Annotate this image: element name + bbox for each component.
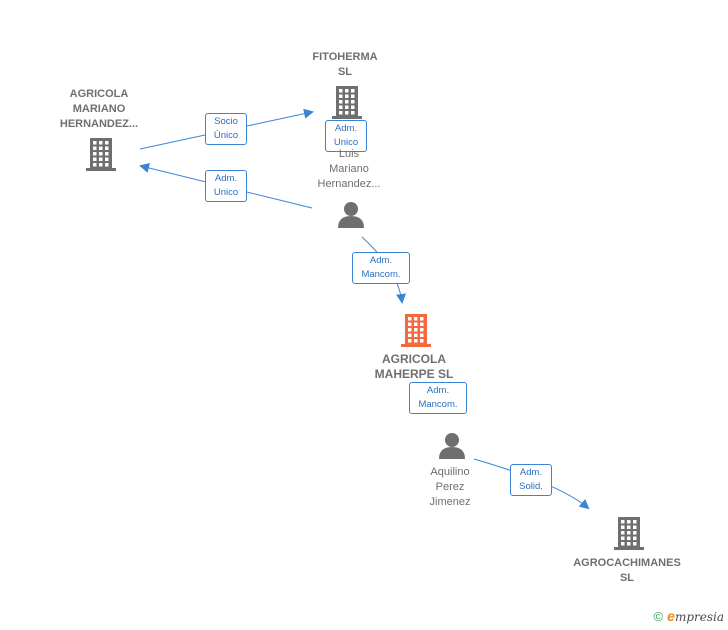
copyright-icon: ©	[653, 608, 664, 624]
agricola-mariano-building-icon[interactable]	[86, 138, 116, 171]
agrocachimanes-building-icon[interactable]	[614, 517, 644, 550]
aquilino-person-icon[interactable]	[439, 433, 465, 459]
agricola-maherpe-building-icon[interactable]	[401, 314, 431, 347]
edge-label[interactable]: Adm.Solid.	[510, 464, 552, 496]
edge-label[interactable]: Adm.Unico	[325, 120, 367, 152]
luis-mariano-person-icon[interactable]	[338, 202, 364, 228]
edge-label[interactable]: Adm.Mancom.	[409, 382, 467, 414]
footer-brand: © empresia	[654, 608, 724, 624]
edge-label[interactable]: Adm.Mancom.	[352, 252, 410, 284]
fitoherma-building-icon[interactable]	[332, 86, 362, 119]
brand-logo: empresia	[667, 608, 724, 624]
edge-label[interactable]: Adm.Unico	[205, 170, 247, 202]
